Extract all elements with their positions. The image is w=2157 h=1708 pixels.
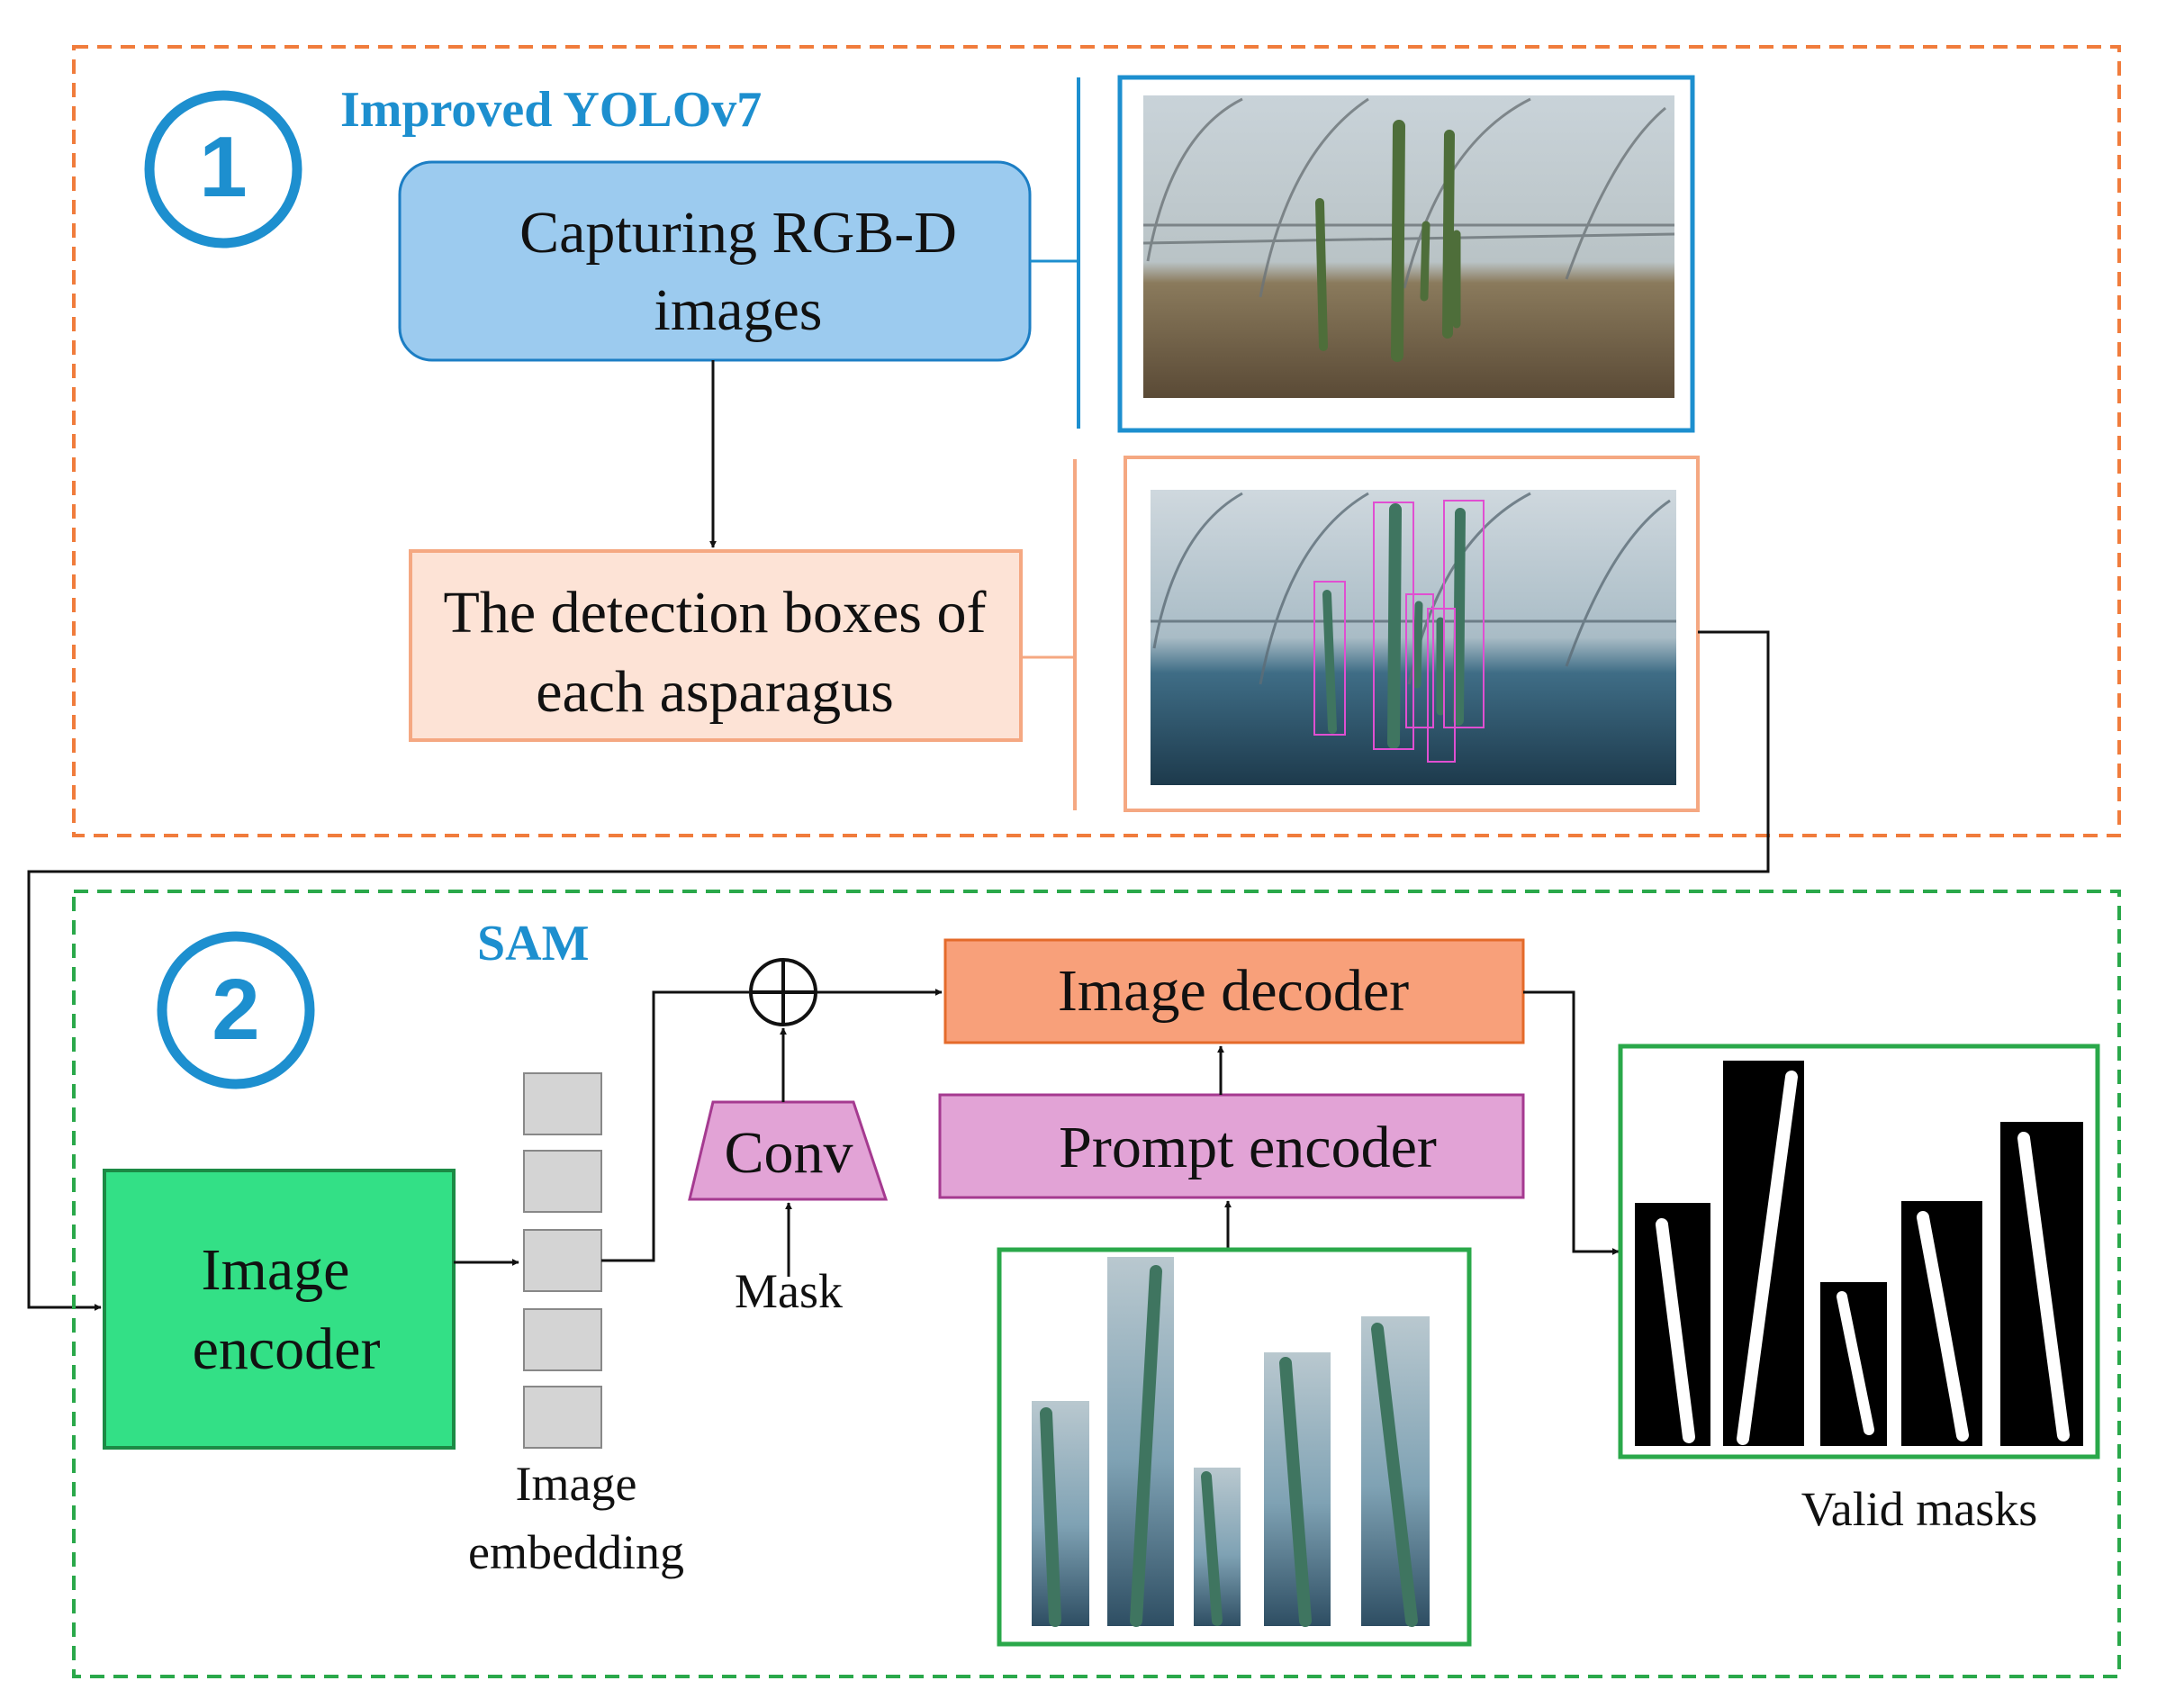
cropped-images-panel [997, 1247, 1472, 1647]
arrow-decoder-to-masks [1523, 990, 1620, 1255]
image-encoder-line2: encoder [193, 1316, 381, 1382]
capture-label-line2: images [654, 277, 823, 343]
detect-label-line1: The detection boxes of [444, 580, 987, 646]
prompt-encoder-label: Prompt encoder [1059, 1115, 1437, 1180]
section1-frame [72, 45, 2121, 837]
embedding-label-line2: embedding [468, 1525, 684, 1579]
detect-box [409, 549, 1023, 742]
image-decoder-label: Image decoder [1058, 958, 1409, 1024]
svg-text:1: 1 [199, 119, 247, 215]
image-encoder-line1: Image [202, 1237, 350, 1303]
capture-label-line1: Capturing RGB-D [519, 200, 957, 266]
section2-frame [72, 890, 2121, 1678]
circle-2-icon: 2 [157, 931, 315, 1089]
image-encoder-box [103, 1169, 456, 1450]
image-decoder-box [943, 938, 1525, 1044]
mask-label: Mask [735, 1264, 843, 1318]
detection-photo [1124, 456, 1700, 812]
arrow-embedding-to-plus [601, 990, 749, 1262]
circle-1-icon: 1 [144, 90, 302, 249]
valid-masks-panel [1618, 1044, 2100, 1459]
prompt-encoder-box [938, 1093, 1525, 1199]
embedding-label-line1: Image [516, 1457, 637, 1511]
svg-text:2: 2 [212, 962, 259, 1058]
valid-masks-label: Valid masks [1801, 1482, 2038, 1536]
conv-label: Conv [724, 1120, 853, 1186]
rgbd-photo [1117, 75, 1695, 433]
section2-title: SAM [477, 916, 589, 971]
detect-label-line2: each asparagus [536, 659, 894, 725]
image-embedding-stack [523, 1072, 602, 1449]
conv-block [688, 1100, 889, 1201]
section1-title: Improved YOLOv7 [340, 82, 762, 138]
plus-circle-icon [749, 958, 817, 1026]
connector-to-encoder [27, 630, 1770, 1311]
